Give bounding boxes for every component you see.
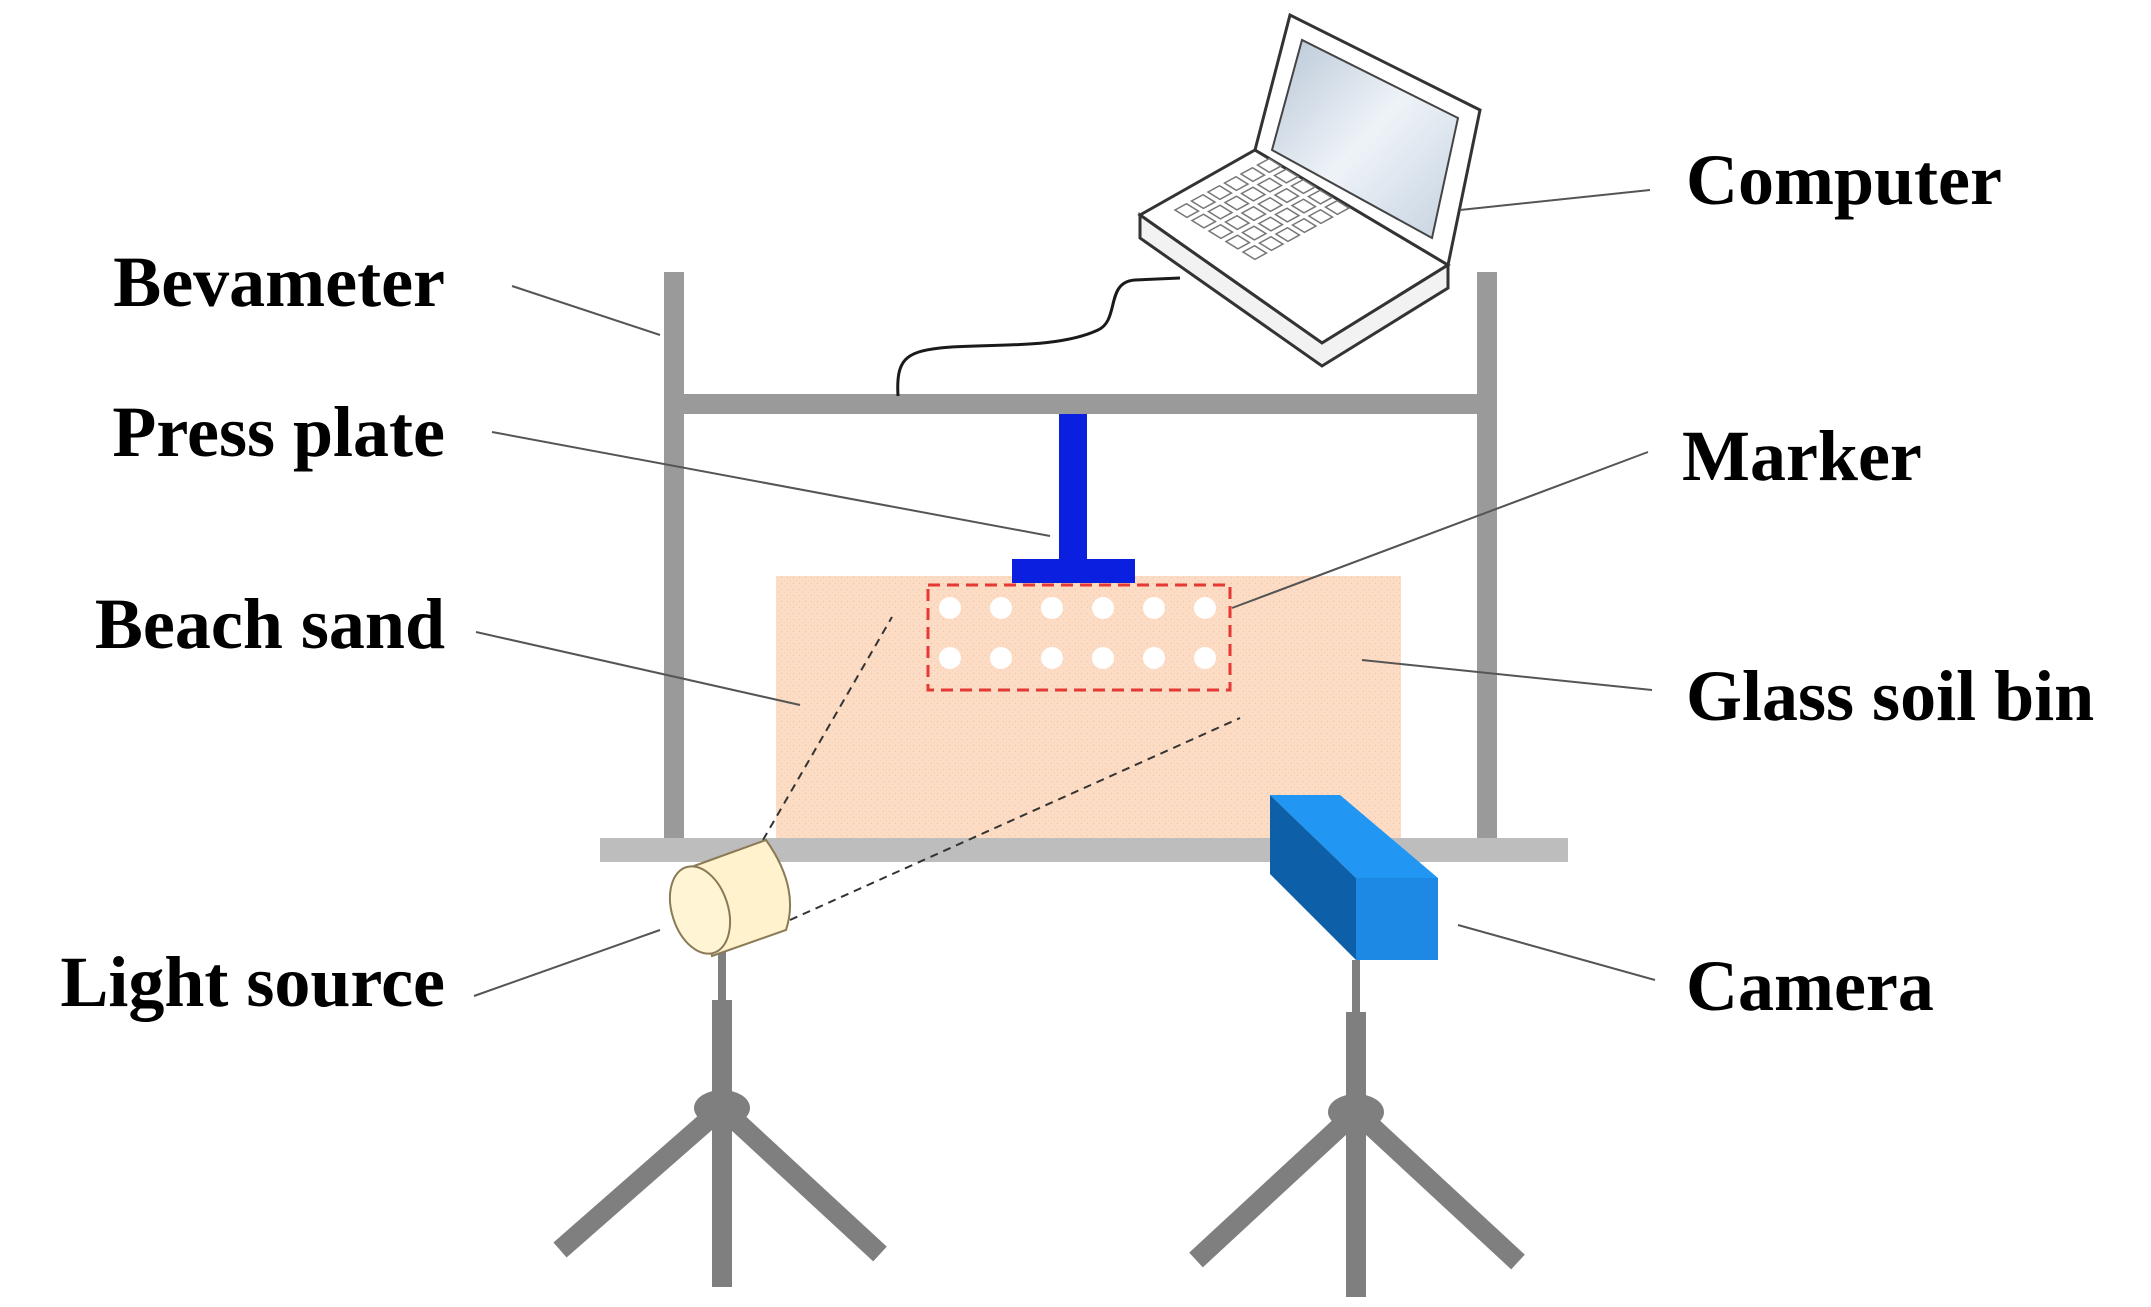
laptop-key (1223, 195, 1250, 211)
laptop-key (1257, 216, 1284, 232)
label-bevameter: Bevameter (113, 242, 445, 322)
press-plate (1012, 414, 1135, 583)
laptop-key (1206, 184, 1233, 201)
frame-left-post (664, 272, 684, 842)
laptop-keyboard (1173, 157, 1351, 261)
press-plate-rod (1059, 414, 1087, 564)
laptop-key (1240, 205, 1267, 222)
laptop-key (1256, 177, 1283, 193)
laptop-key (1257, 196, 1284, 213)
light-tripod-leg-right (715, 1100, 887, 1262)
camera-front-face (1356, 878, 1438, 960)
marker-dot (1194, 647, 1216, 669)
frame-crossbar (664, 394, 1497, 414)
leader-lines (473, 189, 1656, 997)
camera-tripod-leg-right (1349, 1104, 1525, 1270)
light-source (668, 838, 792, 958)
marker-dot (990, 597, 1012, 619)
laptop-key (1291, 217, 1318, 234)
leader-marker (1231, 451, 1649, 609)
leader-camera (1457, 924, 1656, 981)
laptop-key (1224, 234, 1251, 250)
light-beam-lower (789, 717, 1241, 921)
laptop-key (1190, 213, 1217, 229)
laptop-screen (1270, 38, 1460, 240)
laptop-key (1239, 166, 1266, 183)
camera-tripod (1189, 960, 1525, 1297)
laptop-key (1273, 168, 1300, 184)
leader-light-source (473, 929, 661, 997)
laptop-computer (1137, 12, 1482, 368)
laptop-key (1241, 244, 1268, 261)
laptop-key (1274, 226, 1301, 243)
camera-left-face (1270, 795, 1356, 960)
laptop-key (1273, 187, 1300, 204)
laptop-key (1307, 208, 1334, 225)
laptop-key (1240, 186, 1267, 202)
light-source-tripod (553, 950, 887, 1287)
marker-dots (939, 597, 1216, 669)
label-marker: Marker (1682, 416, 1922, 496)
light-beams (755, 616, 1241, 921)
laptop-key (1290, 178, 1317, 195)
label-light-source: Light source (60, 942, 445, 1022)
light-tripod-leg-left (553, 1100, 729, 1258)
label-beach-sand: Beach sand (95, 584, 445, 664)
laptop-key (1207, 204, 1234, 220)
laptop-key (1290, 198, 1317, 214)
label-camera: Camera (1686, 946, 1934, 1026)
label-computer: Computer (1686, 140, 2002, 220)
leader-press-plate (491, 431, 1051, 537)
leader-computer (1459, 189, 1651, 211)
laptop-key (1324, 199, 1351, 216)
leader-bevameter (511, 285, 661, 336)
camera (1270, 795, 1438, 960)
marker-dot (1143, 647, 1165, 669)
marker-dot (1194, 597, 1216, 619)
laptop-key (1173, 202, 1200, 219)
laptop-base-edge (1138, 212, 1450, 368)
marker-dot (1143, 597, 1165, 619)
laptop-key (1256, 157, 1283, 174)
marker-box (926, 583, 1232, 692)
frame-right-post (1477, 272, 1497, 842)
label-press-plate: Press plate (112, 392, 445, 472)
leader-beach-sand (475, 631, 801, 706)
marker-dot (990, 647, 1012, 669)
laptop-key (1224, 214, 1251, 231)
marker-dot (939, 597, 961, 619)
marker-dot (1041, 647, 1063, 669)
marker-dot (1041, 597, 1063, 619)
light-source-lens (668, 865, 732, 955)
camera-tripod-leg-left (1189, 1104, 1363, 1268)
camera-top-face (1270, 795, 1438, 878)
callout-labels: Computer Bevameter Press plate Marker Be… (60, 140, 2094, 1026)
marker-dot (939, 647, 961, 669)
press-plate-foot (1012, 559, 1135, 583)
laptop-key (1274, 207, 1301, 223)
laptop-key (1190, 193, 1217, 210)
marker-dot (1092, 597, 1114, 619)
laptop-key (1241, 225, 1268, 241)
leader-glass-soil-bin (1361, 659, 1653, 691)
computer-cable (896, 276, 1181, 397)
marker-region (926, 583, 1232, 692)
laptop-key (1307, 189, 1334, 205)
laptop-key (1223, 175, 1250, 192)
label-glass-soil-bin: Glass soil bin (1686, 656, 2094, 736)
light-beam-upper (755, 616, 893, 853)
marker-dot (1092, 647, 1114, 669)
laptop-key (1258, 235, 1285, 252)
laptop-key (1207, 223, 1234, 240)
